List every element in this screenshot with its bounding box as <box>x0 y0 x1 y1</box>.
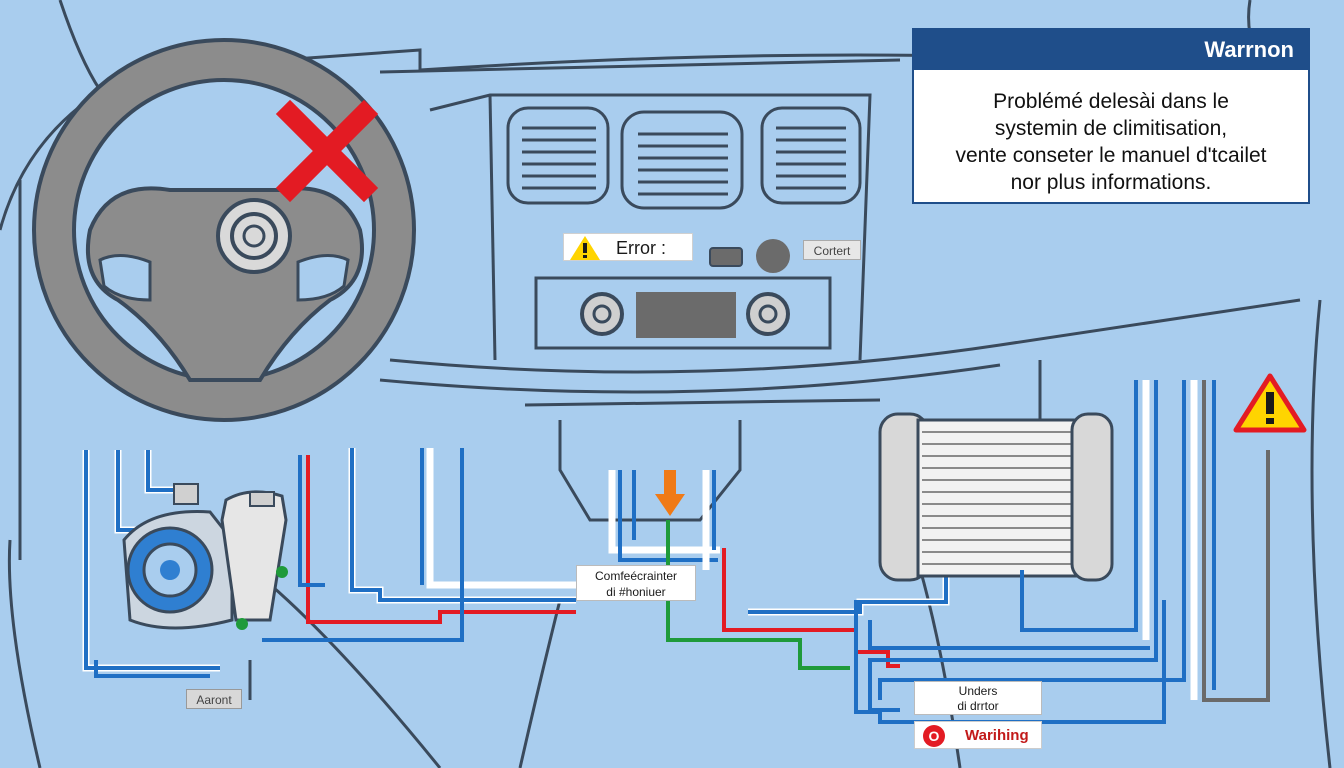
warning-badge-text: Warihing <box>965 727 1029 744</box>
warning-badge: O Warihing <box>914 721 1042 749</box>
controller-label-line: di #honiuer <box>606 585 666 599</box>
compressor-assembly <box>122 483 288 630</box>
unit-label-line: Unders <box>958 684 998 698</box>
error-label: Error : <box>563 233 693 261</box>
warning-panel-title: Warrnon <box>914 30 1308 70</box>
refrigerant-lines-center <box>608 470 1150 670</box>
air-vent-left <box>506 106 610 205</box>
arrow-down-icon <box>655 470 685 516</box>
air-vent-center <box>620 110 744 210</box>
warning-message-line: vente conseter le manuel d'tcailet <box>955 144 1267 167</box>
climate-control-panel <box>534 239 832 350</box>
warning-message-line: systemin de climitisation, <box>994 117 1228 140</box>
warning-message-line: nor plus informations. <box>1010 171 1212 194</box>
controller-label: Comfeécrainter di #honiuer <box>576 565 696 601</box>
cabin-air-filter <box>878 412 1114 582</box>
controller-label-line: Comfeécrainter <box>594 569 678 583</box>
alert-circle-icon: O <box>923 725 945 747</box>
unit-label: Unders di drrtor <box>914 681 1042 715</box>
warning-panel-message: Problémé delesài dans le systemin de cli… <box>914 70 1308 196</box>
error-label-text: Error : <box>616 238 667 258</box>
warning-triangle-icon <box>1233 373 1307 433</box>
refrigerant-lines-left <box>82 448 576 700</box>
warning-panel: Warrnon Problémé delesài dans le systemi… <box>912 28 1310 204</box>
steering-wheel <box>32 38 416 422</box>
red-x-icon <box>275 99 379 203</box>
control-label: Cortert <box>803 240 861 260</box>
air-vent-right <box>760 106 862 205</box>
warning-message-line: Problémé delesài dans le <box>993 90 1229 113</box>
component-label: Aaront <box>186 689 242 709</box>
unit-label-line: di drrtor <box>957 699 999 713</box>
warning-triangle-icon <box>570 236 600 260</box>
